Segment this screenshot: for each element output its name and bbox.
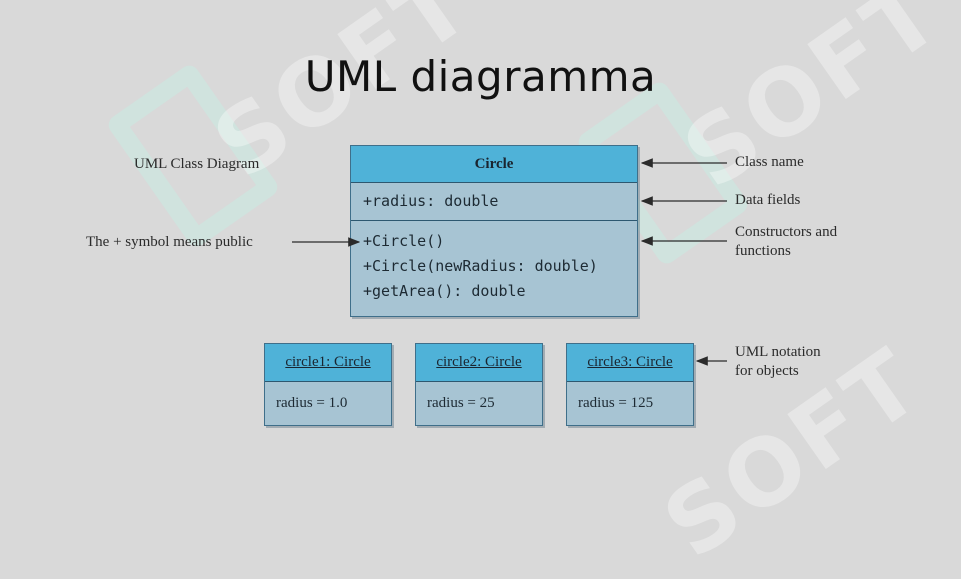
class-method: +Circle(newRadius: double) [363,257,598,275]
object-box-circle3: circle3: Circle radius = 125 [566,343,694,426]
object-name: circle3: Circle [567,344,693,382]
class-method: +getArea(): double [363,282,526,300]
object-value: radius = 25 [427,395,495,411]
class-name: Circle [351,146,637,183]
label-objects-line1: UML notation [735,344,821,360]
class-box: Circle +radius: double +Circle() +Circle… [350,145,638,317]
label-objects: UML notation for objects [735,343,821,381]
object-name: circle1: Circle [265,344,391,382]
label-constructors-line2: functions [735,243,791,259]
slide-title: UML diagramma [304,52,657,101]
class-methods: +Circle() +Circle(newRadius: double) +ge… [351,221,637,304]
label-constructors: Constructors and functions [735,223,837,261]
label-constructors-line1: Constructors and [735,224,838,240]
object-box-circle2: circle2: Circle radius = 25 [415,343,543,426]
object-name: circle2: Circle [416,344,542,382]
object-box-circle1: circle1: Circle radius = 1.0 [264,343,392,426]
label-uml-class-diagram: UML Class Diagram [134,156,260,172]
label-data-fields: Data fields [735,192,801,208]
watermark-text-right: SOFT [665,0,961,210]
object-value: radius = 125 [578,395,654,411]
label-plus-symbol: The + symbol means public [86,234,253,250]
class-field: +radius: double [351,183,637,221]
class-method: +Circle() [363,232,445,250]
label-objects-line2: for objects [735,363,799,379]
object-value: radius = 1.0 [276,395,348,411]
label-class-name: Class name [735,154,804,170]
